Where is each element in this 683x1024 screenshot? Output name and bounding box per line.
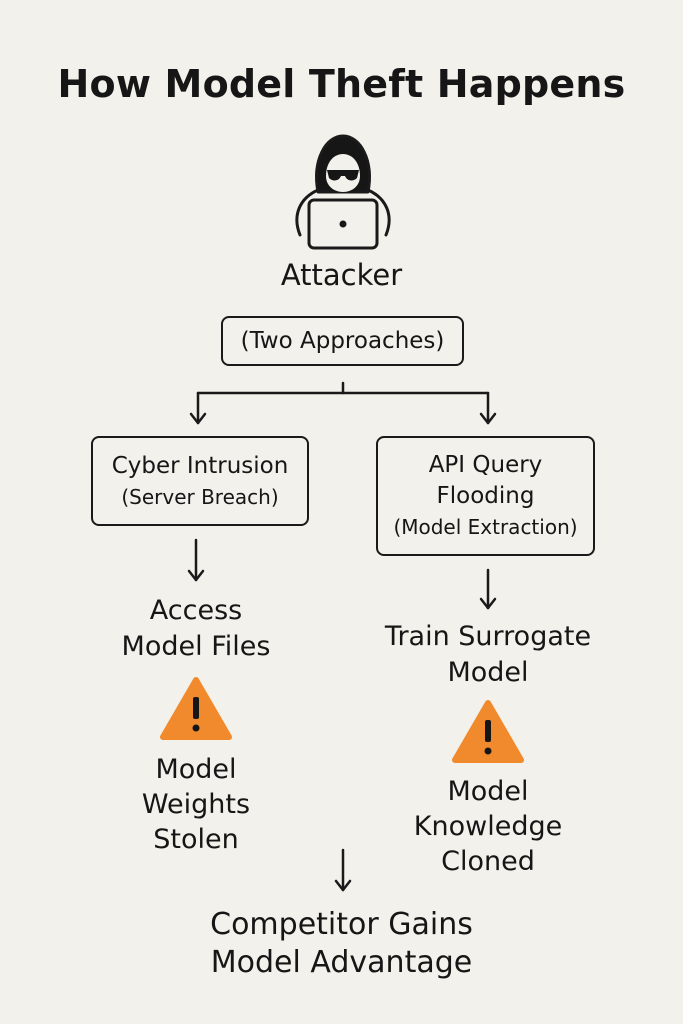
access-model-files-step: Access Model Files	[91, 593, 301, 665]
knowledge-cloned-outcome: Model Knowledge Cloned	[388, 774, 588, 879]
approaches-box: (Two Approaches)	[221, 316, 464, 366]
page-title: How Model Theft Happens	[57, 62, 626, 106]
outcome-line: Knowledge	[413, 811, 563, 842]
outcome-line: Weights	[141, 789, 251, 820]
step-line: Model Files	[121, 631, 271, 662]
connector-lines	[187, 381, 497, 892]
api-query-subtitle: (Model Extraction)	[393, 515, 578, 539]
outcome-line: Stolen	[153, 824, 239, 855]
cyber-intrusion-box: Cyber Intrusion (Server Breach)	[91, 436, 309, 526]
attacker-label: Attacker	[280, 258, 403, 292]
outcome-line: Model	[447, 776, 529, 807]
api-query-title-line: API Query	[428, 452, 543, 478]
right-warning-triangle-icon	[452, 700, 524, 763]
competitor-advantage-result: Competitor Gains Model Advantage	[0, 906, 683, 982]
final-line: Competitor Gains	[210, 907, 473, 942]
api-query-flooding-box: API Query Flooding (Model Extraction)	[376, 436, 595, 556]
hooded-hacker-laptop-icon	[295, 134, 391, 250]
approaches-label: (Two Approaches)	[240, 328, 445, 354]
outcome-line: Cloned	[441, 846, 535, 877]
final-line: Model Advantage	[210, 945, 473, 980]
step-line: Access	[149, 595, 243, 626]
left-warning-triangle-icon	[160, 677, 232, 740]
step-line: Model	[447, 657, 529, 688]
api-query-title-line: Flooding	[436, 483, 535, 509]
weights-stolen-outcome: Model Weights Stolen	[96, 752, 296, 857]
cyber-intrusion-title: Cyber Intrusion	[111, 452, 289, 479]
train-surrogate-step: Train Surrogate Model	[378, 619, 598, 691]
cyber-intrusion-subtitle: (Server Breach)	[121, 484, 279, 509]
outcome-line: Model	[155, 754, 237, 785]
step-line: Train Surrogate	[384, 621, 592, 652]
